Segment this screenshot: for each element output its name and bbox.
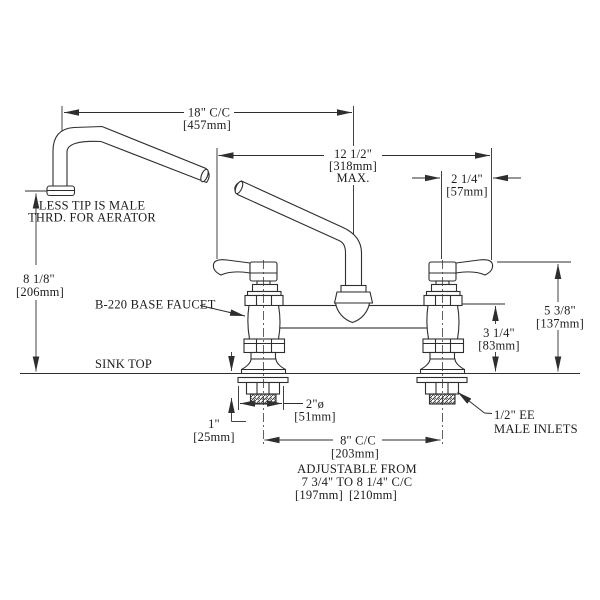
left-handle xyxy=(212,259,251,276)
label-inlets-line1: 1/2" EE xyxy=(494,408,535,422)
dim-handle-proj-in: 2 1/4" xyxy=(451,172,483,186)
dim-body-height-in: 3 1/4" xyxy=(483,326,515,340)
mounted-spout xyxy=(234,180,363,289)
dim-max-span-note: MAX. xyxy=(336,171,369,185)
spout-swivel-base xyxy=(333,284,374,324)
left-valve-body xyxy=(212,259,287,375)
label-adjustable-mm-high: [210mm] xyxy=(349,488,397,502)
right-inlet-shank xyxy=(416,376,468,405)
dim-spout-cc-in: 18" C/C xyxy=(188,106,230,120)
dim-spout-height-mm: [206mm] xyxy=(16,285,64,299)
centerlines xyxy=(263,260,443,447)
label-adjustable-mm-low: [197mm] xyxy=(295,488,343,502)
left-inlet-shank xyxy=(237,376,289,405)
dim-body-height-mm: [83mm] xyxy=(478,339,519,353)
dim-deck-mm: [25mm] xyxy=(193,430,234,444)
dim-handle-height-in: 5 3/8" xyxy=(544,304,576,318)
note-less-tip-line2: THRD. FOR AERATOR xyxy=(28,211,156,225)
dim-max-span-in: 12 1/2" xyxy=(334,147,372,161)
dim-spout-height-in: 8 1/8" xyxy=(23,272,55,286)
dim-inlet-cc-mm: [203mm] xyxy=(331,447,379,461)
swing-spout-detached xyxy=(46,125,210,197)
dimension-lines xyxy=(25,106,571,444)
leader-lines xyxy=(199,305,493,414)
dim-inlet-cc-in: 8" C/C xyxy=(340,434,376,448)
dim-handle-height-mm: [137mm] xyxy=(536,317,584,331)
label-base-faucet: B-220 BASE FAUCET xyxy=(95,298,216,312)
label-masks xyxy=(326,146,586,351)
right-handle xyxy=(455,259,494,276)
label-sink-top: SINK TOP xyxy=(95,357,152,371)
label-inlets-line2: MALE INLETS xyxy=(494,422,578,436)
dim-max-span-mm: [318mm] xyxy=(329,159,377,173)
dim-flange-dia-mm: [51mm] xyxy=(294,410,335,424)
right-valve-body xyxy=(419,259,494,375)
annotations: 18" C/C [457mm] 12 1/2" [318mm] MAX. 2 1… xyxy=(16,106,584,503)
dim-handle-proj-mm: [57mm] xyxy=(446,185,487,199)
label-adjustable-line2: 7 3/4" TO 8 1/4" C/C xyxy=(302,475,413,489)
label-adjustable-line1: ADJUSTABLE FROM xyxy=(297,462,417,476)
dim-spout-cc-mm: [457mm] xyxy=(183,118,231,132)
dim-flange-dia-in: 2"ø xyxy=(306,397,324,411)
dim-deck-in: 1" xyxy=(208,417,220,431)
note-less-tip-line1: LESS TIP IS MALE xyxy=(39,199,146,213)
